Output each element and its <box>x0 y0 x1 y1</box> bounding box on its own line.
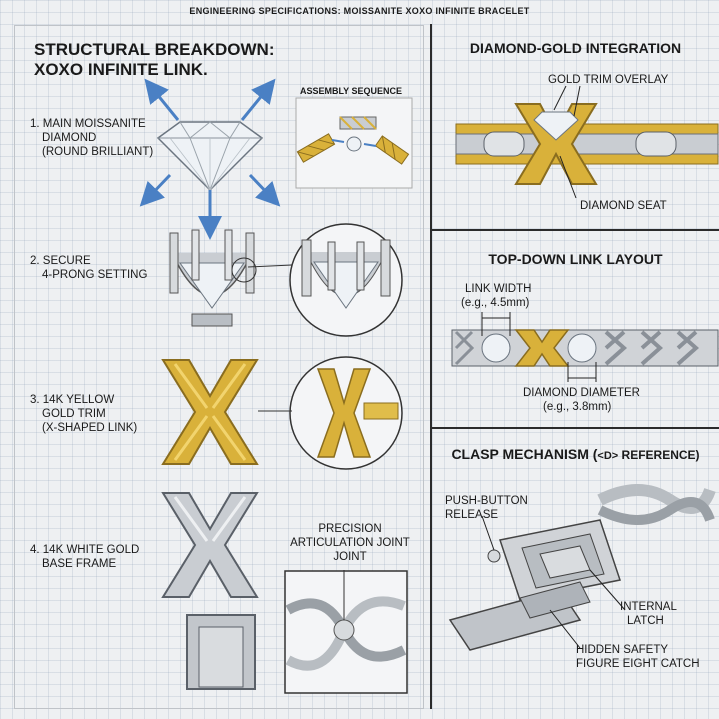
integration-title: DIAMOND-GOLD INTEGRATION <box>469 40 682 56</box>
step2-label-line2: 4-PRONG SETTING <box>42 269 148 281</box>
hidden-safety-label-line1: HIDDEN SAFETY <box>576 644 669 656</box>
articulation-joint-detail <box>284 570 408 694</box>
link-layout-illustration <box>451 312 719 382</box>
push-button-label-line1: PUSH-BUTTON <box>445 495 528 507</box>
step1-label-line1: 1. MAIN MOISSANITE <box>30 118 146 130</box>
step3-label-line3: (X-SHAPED LINK) <box>42 422 138 434</box>
breakdown-title-line2: XOXO INFINITE LINK. <box>34 60 208 79</box>
link-width-label-line2: (e.g., 4.5mm) <box>461 297 530 309</box>
diamond-diameter-label-line2: (e.g., 3.8mm) <box>543 401 612 413</box>
structural-breakdown-panel <box>14 25 424 709</box>
diamond-arrows <box>139 78 281 240</box>
hidden-safety-label-line2: FIGURE EIGHT CATCH <box>576 658 700 670</box>
panel-divider <box>430 24 432 709</box>
white-gold-frame-illustration <box>161 492 259 690</box>
diamond-illustration <box>156 121 264 192</box>
gold-x-detail-circle <box>289 356 403 470</box>
panel-divider <box>430 427 719 429</box>
layout-title: TOP-DOWN LINK LAYOUT <box>488 251 663 267</box>
step2-label-line1: 2. SECURE <box>30 255 91 267</box>
detail-connector-line <box>258 410 292 412</box>
joint-label-line1: PRECISION <box>318 523 382 535</box>
internal-latch-label-line2: LATCH <box>627 615 664 627</box>
integration-illustration <box>455 85 719 199</box>
assembly-sequence-illustration <box>295 97 413 189</box>
assembly-sequence-label: ASSEMBLY SEQUENCE <box>300 86 403 96</box>
gold-trim-label: GOLD TRIM OVERLAY <box>548 74 669 86</box>
step3-label-line1: 3. 14K YELLOW <box>30 394 115 406</box>
clasp-illustration <box>448 484 716 651</box>
gold-x-link-illustration <box>161 359 259 465</box>
prong-detail-circle <box>289 223 403 337</box>
step1-label-line2: DIAMOND <box>42 132 97 144</box>
internal-latch-label-line1: INTERNAL <box>620 601 677 613</box>
diamond-seat-label: DIAMOND SEAT <box>580 200 667 212</box>
step4-label-line1: 4. 14K WHITE GOLD <box>30 544 140 556</box>
step4-label-line2: BASE FRAME <box>42 558 117 570</box>
prong-setting-illustration <box>169 229 257 327</box>
page-header: ENGINEERING SPECIFICATIONS: MOISSANITE X… <box>189 6 530 16</box>
clasp-title-part2: REFERENCE) <box>618 448 700 462</box>
clasp-title-part1: CLASP MECHANISM ( <box>451 446 598 462</box>
step1-label-line3: (ROUND BRILLIANT) <box>42 146 154 158</box>
clasp-title-ref: <D> <box>597 450 619 462</box>
joint-label-line2: ARTICULATION JOINT <box>290 537 410 549</box>
step3-label-line2: GOLD TRIM <box>42 408 106 420</box>
diamond-diameter-label-line1: DIAMOND DIAMETER <box>523 387 640 399</box>
breakdown-title-line1: STRUCTURAL BREAKDOWN: <box>34 40 275 59</box>
panel-divider <box>430 229 719 231</box>
clasp-title: CLASP MECHANISM (<D> REFERENCE) <box>432 446 719 462</box>
joint-label-line3: JOINT <box>333 551 367 563</box>
link-width-label-line1: LINK WIDTH <box>465 283 532 295</box>
push-button-label-line2: RELEASE <box>445 509 499 521</box>
detail-connector-line <box>247 264 293 268</box>
